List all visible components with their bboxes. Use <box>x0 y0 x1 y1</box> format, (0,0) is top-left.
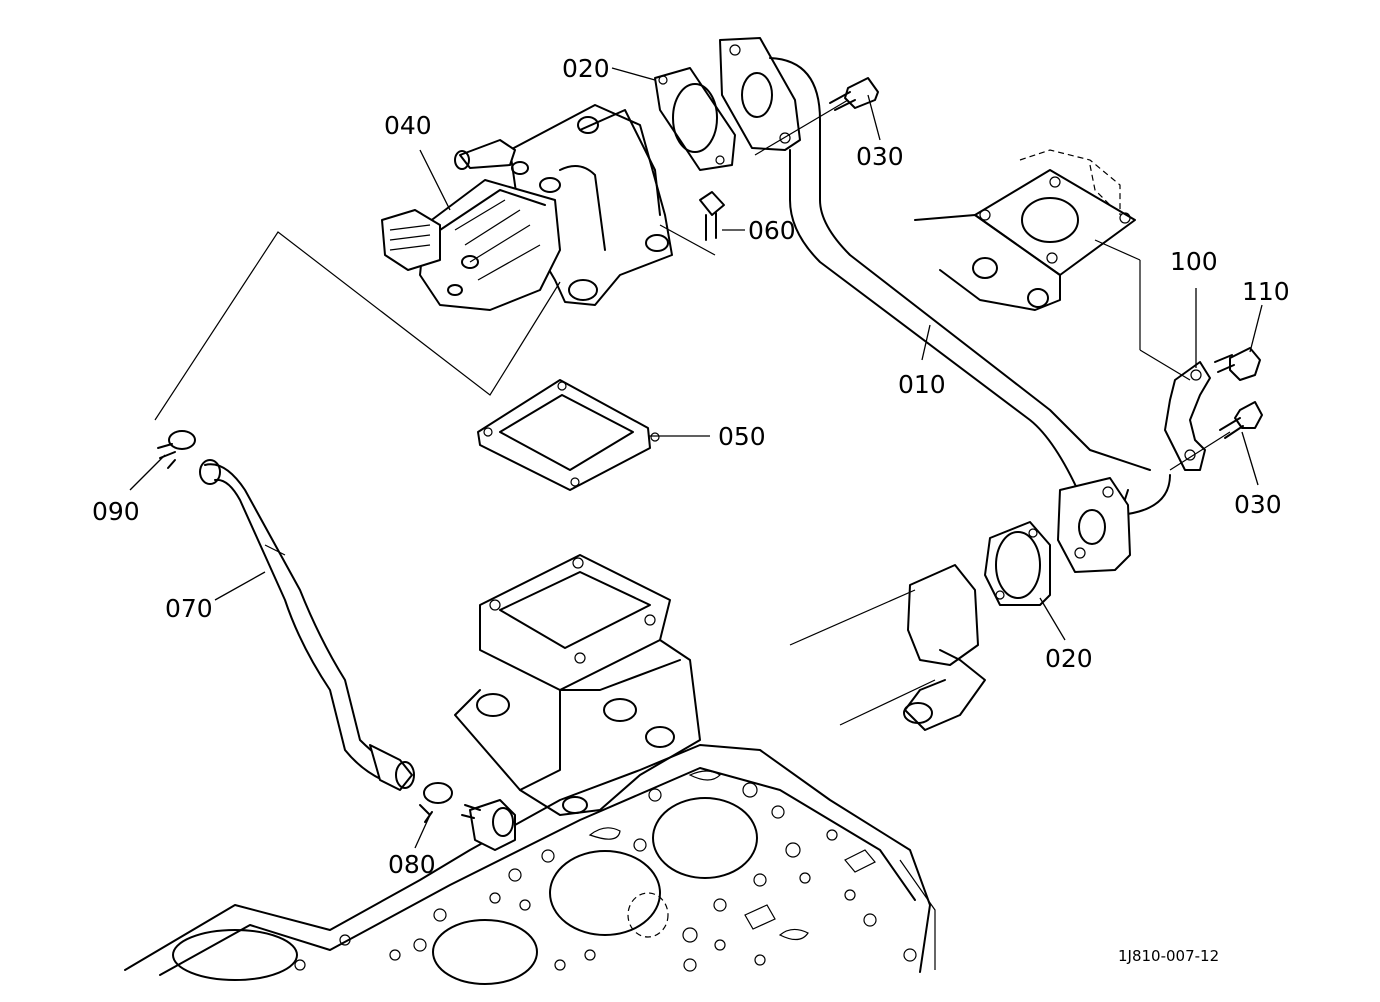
intake-manifold <box>454 554 701 816</box>
callout-010: 010 <box>898 370 946 399</box>
assembly-outline <box>154 231 561 421</box>
exhaust-manifold <box>914 149 1136 311</box>
clamp-090 <box>157 430 196 469</box>
callout-070: 070 <box>165 594 213 623</box>
egr-cooler <box>789 564 986 731</box>
callout-110: 110 <box>1242 277 1290 306</box>
gasket-020-top <box>654 67 736 171</box>
egr-pipe-010 <box>769 57 1171 516</box>
callout-020-top: 020 <box>562 54 610 83</box>
callout-030-right: 030 <box>1234 490 1282 519</box>
bracket-100 <box>1094 239 1211 471</box>
pipe-flange-top <box>719 37 801 151</box>
clamp-080 <box>419 782 453 823</box>
bolt-110 <box>1214 347 1261 381</box>
callout-020-bottom: 020 <box>1045 644 1093 673</box>
callout-030-top: 030 <box>856 142 904 171</box>
callout-leaders <box>129 67 1263 849</box>
water-pipe-fitting <box>461 799 516 851</box>
gasket-020-bottom <box>984 521 1051 606</box>
bolt-060 <box>659 191 725 256</box>
callout-090: 090 <box>92 497 140 526</box>
egr-valve <box>381 104 673 311</box>
callout-050: 050 <box>718 422 766 451</box>
pipe-flange-bottom <box>1057 477 1131 573</box>
engine-block <box>124 744 936 985</box>
callout-100: 100 <box>1170 247 1218 276</box>
hose-070 <box>199 459 415 791</box>
callout-040: 040 <box>384 111 432 140</box>
callout-080: 080 <box>388 850 436 879</box>
callout-060: 060 <box>748 216 796 245</box>
drawing-code: 1J810-007-12 <box>1118 947 1219 965</box>
callout-labels: 020 040 030 060 100 110 010 050 030 090 … <box>92 54 1290 965</box>
gasket-050 <box>477 379 660 491</box>
bolt-030-right <box>1169 401 1263 471</box>
